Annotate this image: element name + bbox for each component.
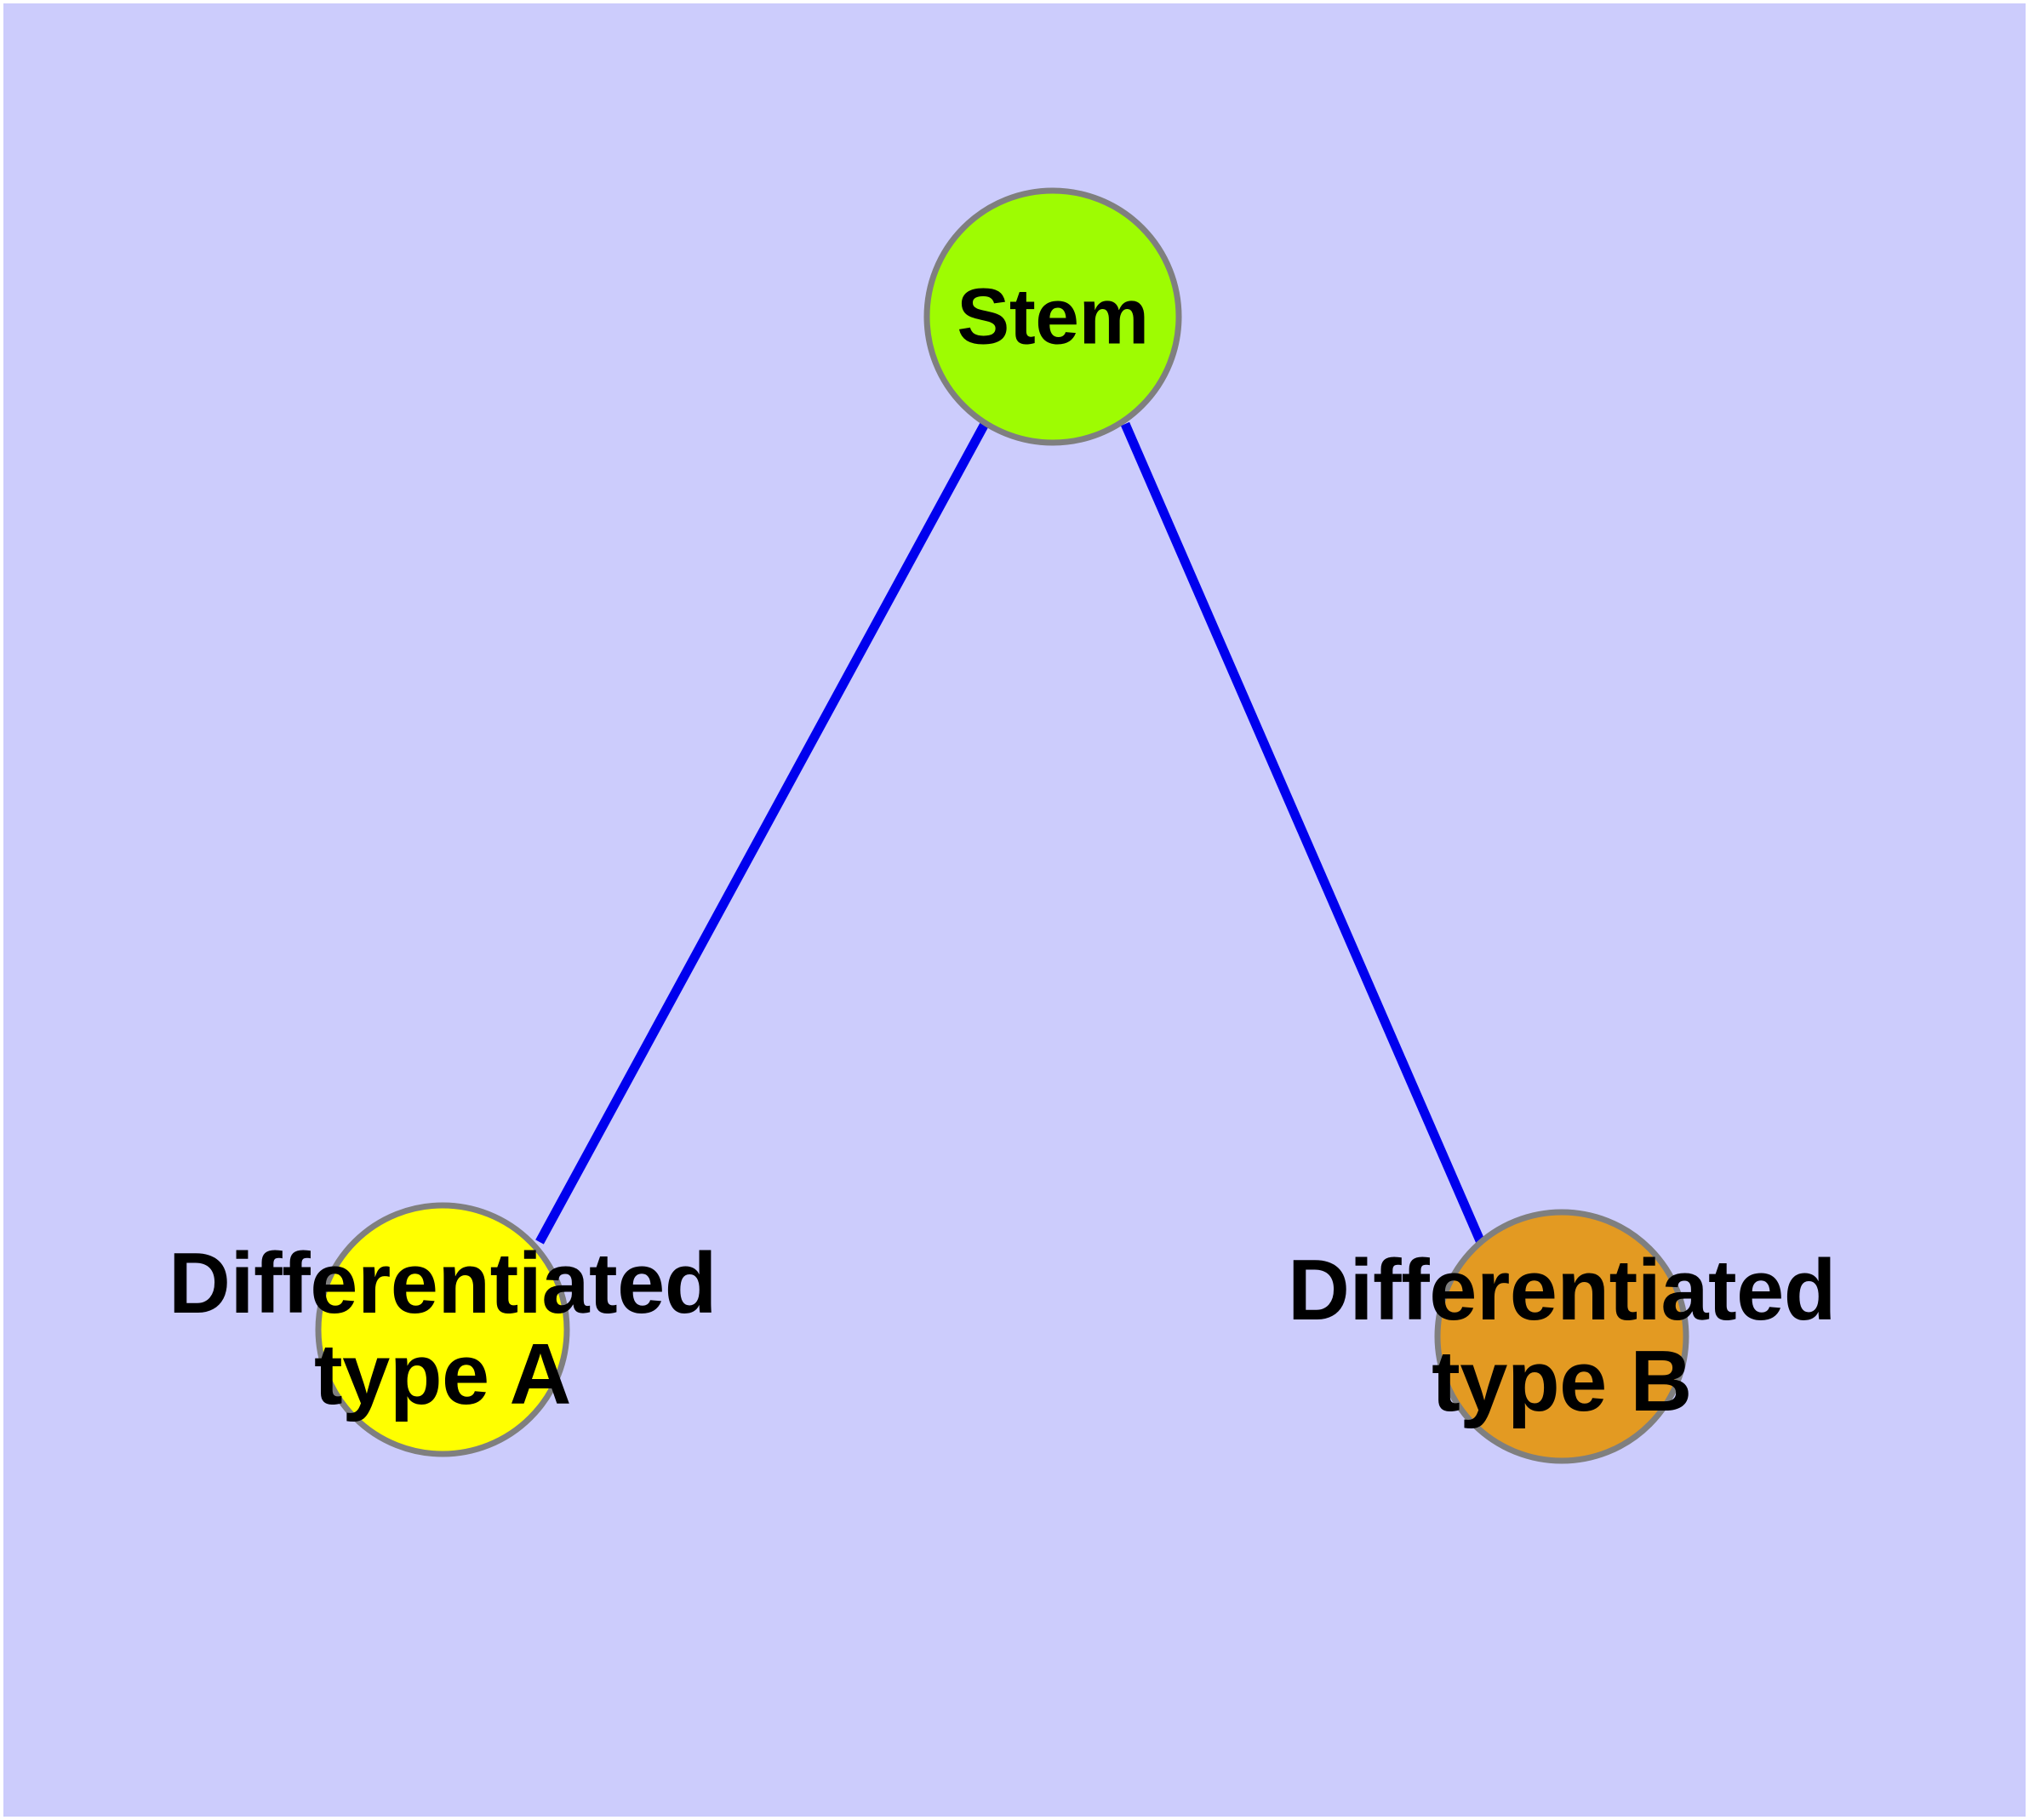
edge-layer	[535, 421, 1487, 1247]
node-diff-a[interactable]	[315, 1202, 570, 1457]
edge-stem-diff-b[interactable]	[1120, 421, 1487, 1247]
node-stem[interactable]	[923, 187, 1182, 446]
edge-stem-diff-a[interactable]	[535, 421, 989, 1245]
node-diff-b[interactable]	[1434, 1209, 1689, 1464]
node-layer	[315, 187, 1689, 1464]
cell-differentiation-graph	[315, 187, 1689, 1464]
